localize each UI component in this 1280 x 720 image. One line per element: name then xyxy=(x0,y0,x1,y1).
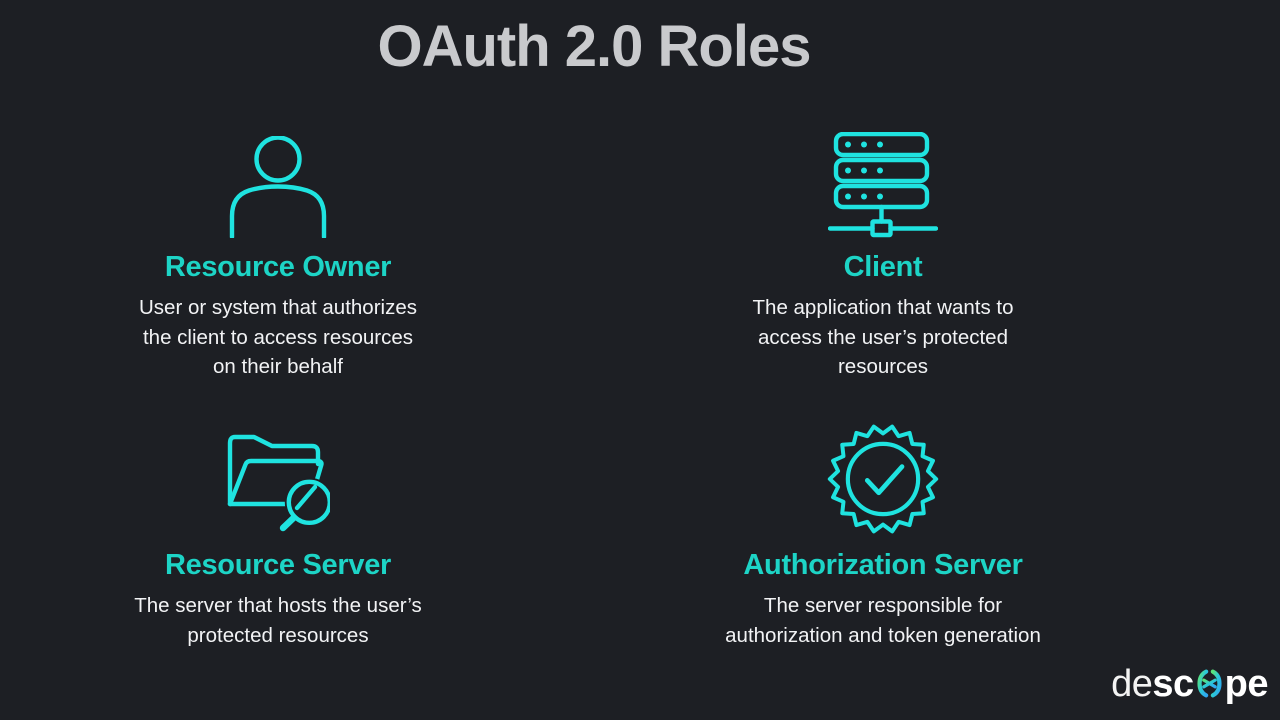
logo-text-pe: pe xyxy=(1224,663,1269,705)
role-description-authorization-server: The server responsible for authorization… xyxy=(725,594,1041,647)
role-heading-resource-server: Resource Server xyxy=(164,549,392,581)
role-description-resource-owner: User or system that authorizes the clien… xyxy=(139,296,417,378)
role-heading-resource-owner: Resource Owner xyxy=(164,251,392,283)
server-stack-icon-svg xyxy=(828,132,938,238)
role-description-resource-server: The server that hosts the user’s protect… xyxy=(134,594,422,647)
page-title: OAuth 2.0 Roles xyxy=(377,14,812,79)
role-heading-authorization-server: Authorization Server xyxy=(743,549,1023,581)
badge-check-icon-svg xyxy=(827,424,939,534)
descope-asterisk-mark-icon xyxy=(1197,669,1222,698)
logo-text-de: de xyxy=(1111,663,1153,705)
role-card-resource-owner: Resource Owner User or system that autho… xyxy=(88,122,468,382)
role-card-client: Client The application that wants to acc… xyxy=(693,122,1073,382)
folder-search-icon-svg xyxy=(227,434,330,532)
person-icon-svg xyxy=(229,136,327,238)
role-description-client: The application that wants to access the… xyxy=(752,296,1014,378)
role-card-resource-server: Resource Server The server that hosts th… xyxy=(88,424,468,650)
role-heading-client: Client xyxy=(843,251,923,283)
person-icon xyxy=(88,122,468,238)
role-card-authorization-server: Authorization Server The server responsi… xyxy=(693,424,1073,650)
folder-search-icon xyxy=(88,424,468,536)
logo-text-sc: sc xyxy=(1152,663,1194,705)
server-stack-icon xyxy=(693,122,1073,238)
badge-check-icon xyxy=(693,424,1073,536)
